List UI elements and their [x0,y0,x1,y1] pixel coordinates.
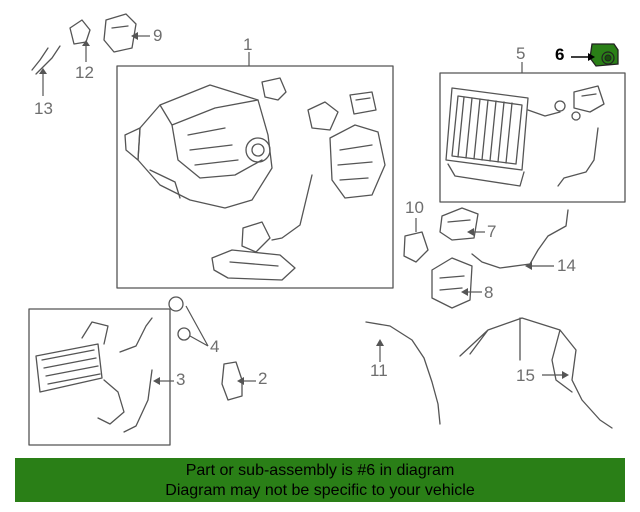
callout-4: 4 [210,337,220,356]
callout-3: 3 [176,370,186,389]
part-duct-right [329,124,386,199]
part-9-sensor [103,13,137,53]
part-8-module [431,257,473,309]
parts-diagram [28,13,626,446]
part-13-hose [31,45,61,75]
banner-line-disclaimer: Diagram may not be specific to your vehi… [165,482,475,499]
part-o-ring-a [554,100,566,112]
part-10-motor [403,231,429,263]
callout-15: 15 [516,366,535,385]
callout-12: 12 [75,63,94,82]
part-14-wire [471,209,569,269]
part-actuator-mid [241,221,271,253]
banner-line-part-info: Part or sub-assembly is #6 in diagram [185,462,455,479]
part-bracket-mid [307,101,339,131]
part-o-ring-b [571,111,581,121]
callout-10: 10 [405,198,424,217]
callout-8: 8 [484,283,494,302]
part-11-pipe [365,321,441,425]
callout-14: 14 [557,256,576,275]
part-duct-bottom [211,249,296,281]
part-4-grommet-a [168,296,184,312]
part-heater-core [35,317,153,433]
part-6-highlighted [589,43,619,67]
callout-9: 9 [153,26,163,45]
callout-2: 2 [258,369,268,388]
callout-7: 7 [487,222,497,241]
callout-6: 6 [555,45,565,64]
part-7-bracket [439,207,479,241]
part-evaporator-pipe [557,127,599,187]
part-12-valve [69,19,91,45]
box-heater-core [28,308,171,446]
part-15-harness [459,317,613,429]
part-small-bracket-top [261,77,287,101]
part-clip-top [349,91,377,115]
part-pipe-mid [271,174,313,241]
callout-13: 13 [34,99,53,118]
callout-11: 11 [370,361,388,380]
box-hvac-unit [116,65,394,289]
part-4-grommet-b [177,327,191,341]
leader-4 [185,305,209,347]
part-hvac-housing [124,84,273,209]
part-evaporator-core [445,87,561,187]
part-2-bracket [221,361,243,401]
callout-1: 1 [243,35,253,54]
info-banner: Part or sub-assembly is #6 in diagram Di… [15,458,625,502]
callout-5: 5 [516,44,526,63]
box-evaporator [439,72,626,203]
part-evaporator-seal [573,85,605,113]
